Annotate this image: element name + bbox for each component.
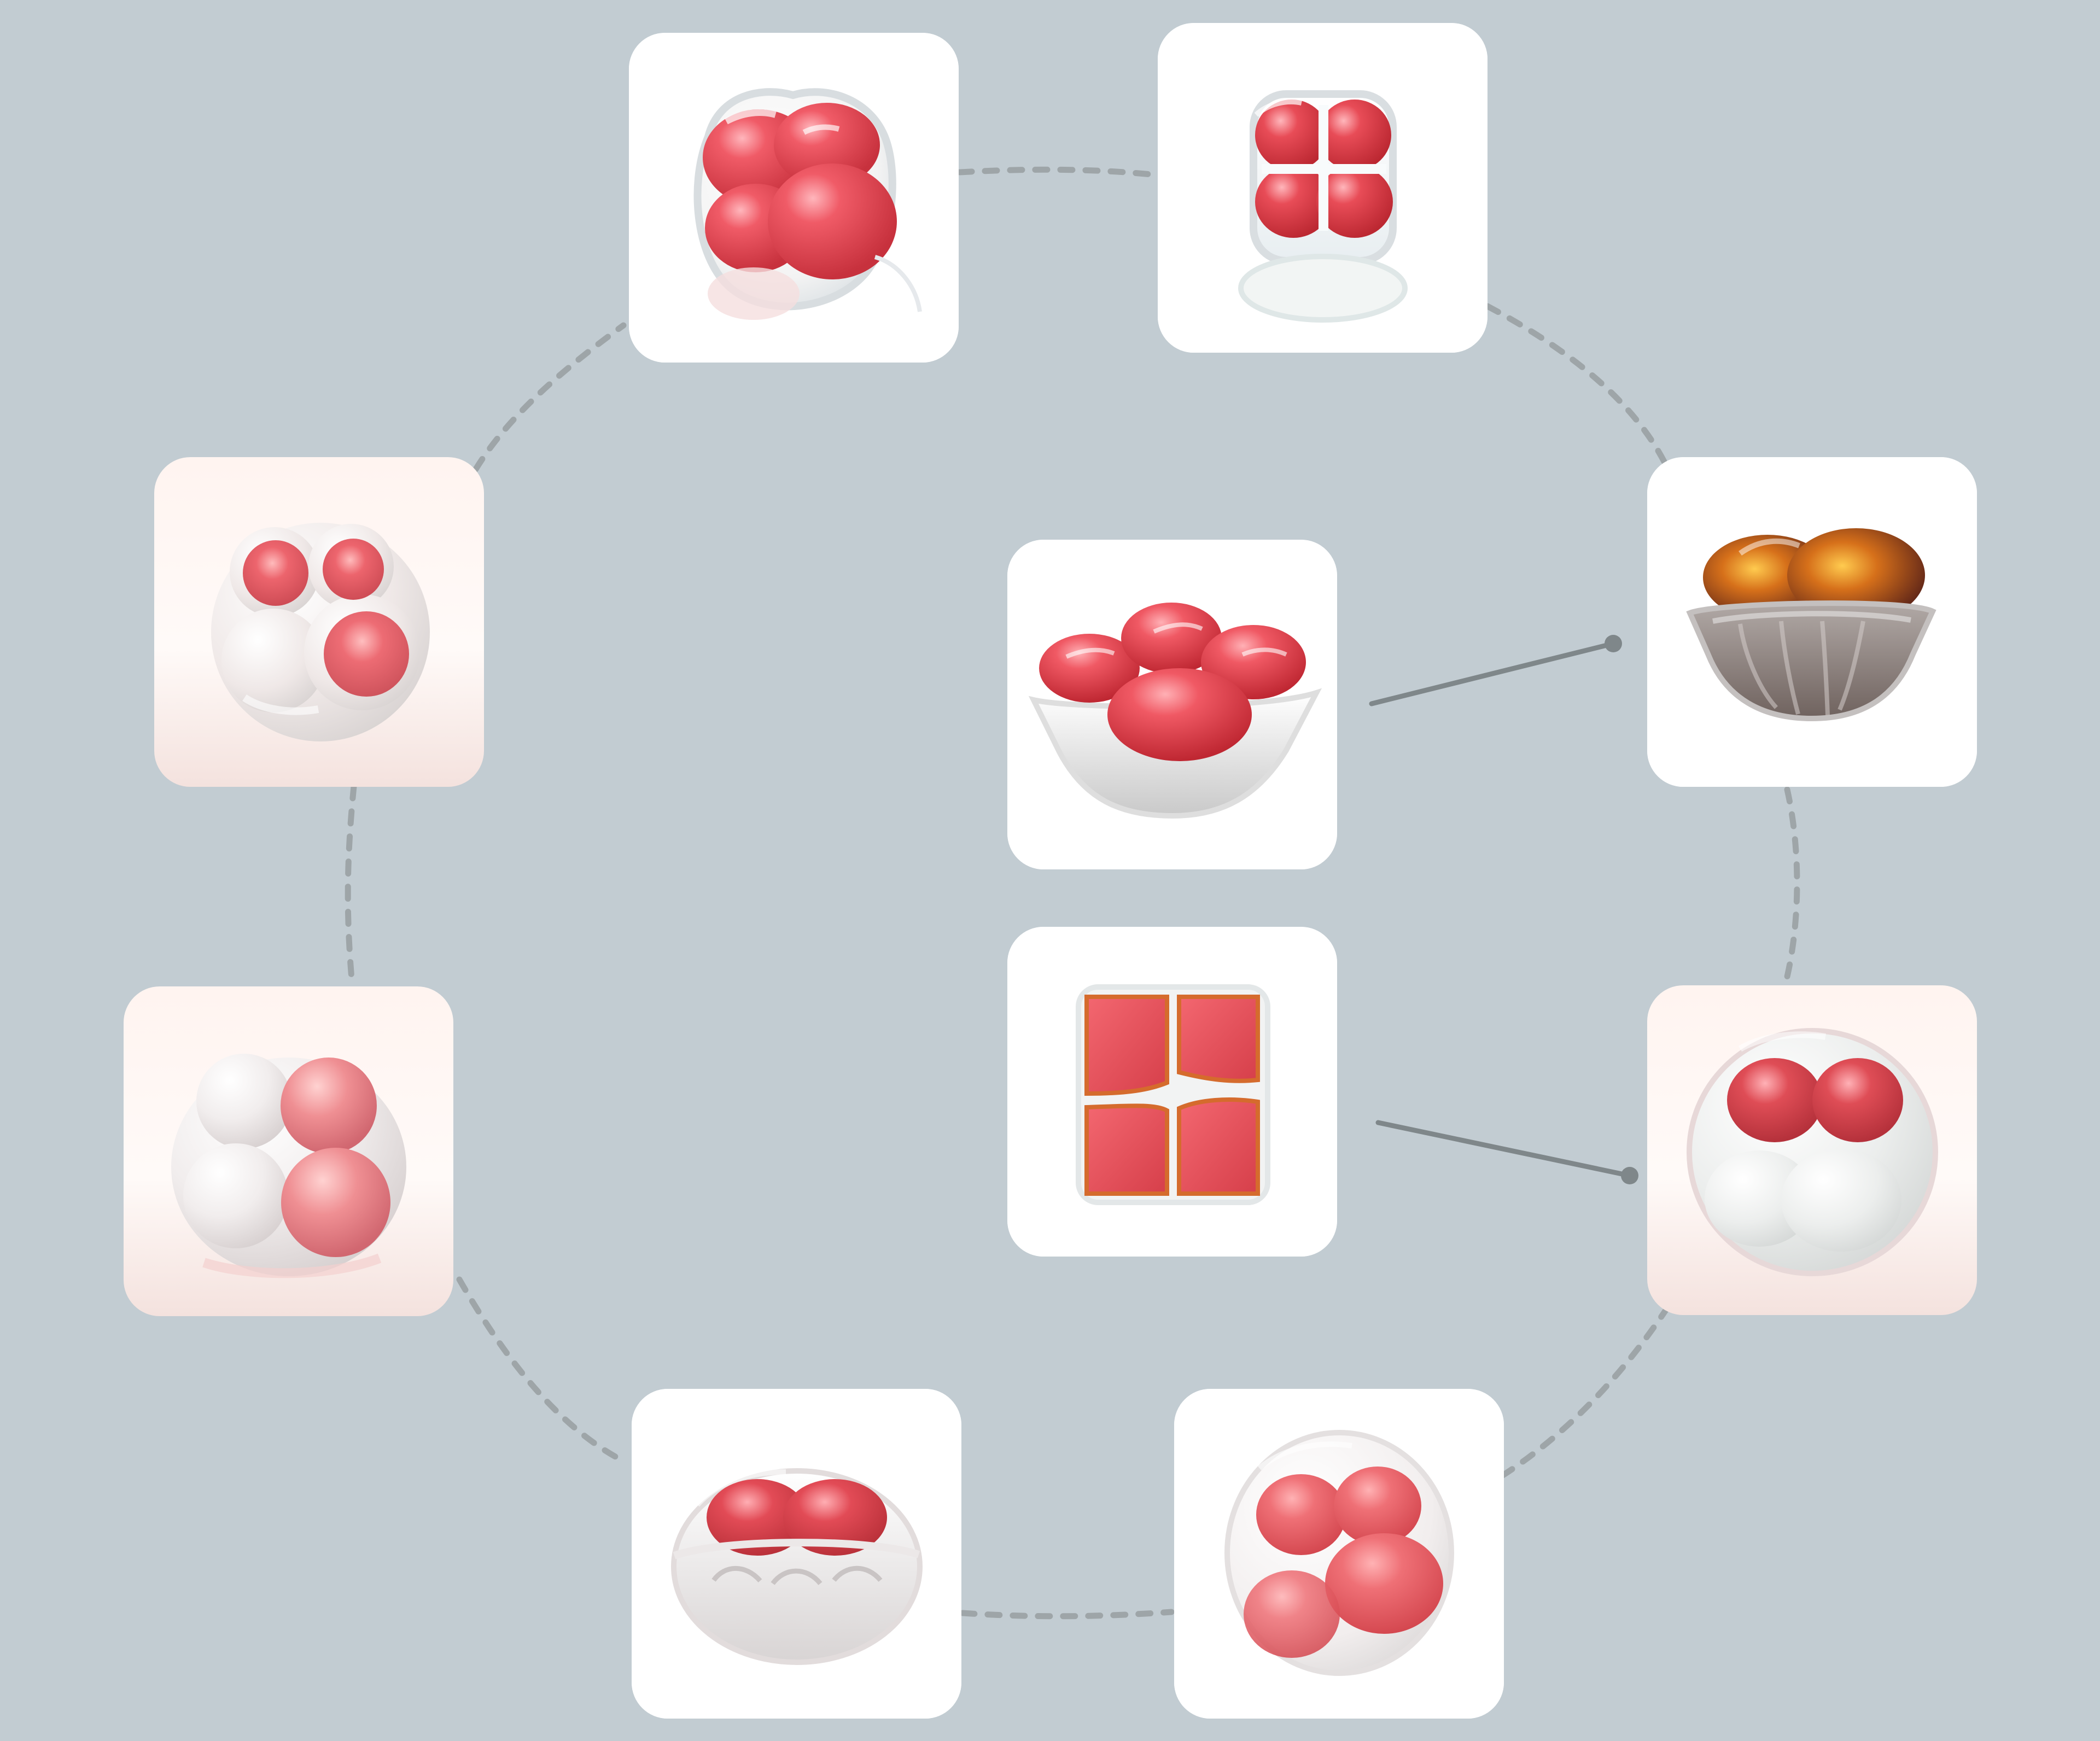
red-bubble-pod-icon: [1174, 1389, 1504, 1719]
connector-top: [956, 166, 1160, 178]
dark-amber-dome-icon: [1647, 457, 1977, 787]
red-lobed-bowl-icon: [1007, 540, 1337, 869]
capsule-with-red-top-icon: [632, 1389, 961, 1719]
pearl-spheres-cluster-icon: [171, 1054, 406, 1278]
tile-upper-right[interactable]: [1647, 457, 1977, 787]
connector-top-left: [472, 322, 627, 472]
connector-center-to-upper-right: [1369, 641, 1616, 706]
red-square-panels-icon: [1007, 927, 1337, 1257]
connector-dot-lower-right: [1621, 1167, 1638, 1184]
tile-top-right[interactable]: [1158, 23, 1488, 353]
connector-top-right: [1484, 303, 1669, 467]
connector-right: [1784, 786, 1800, 980]
connector-bottom: [959, 1609, 1175, 1620]
tile-center-top[interactable]: [1007, 540, 1337, 869]
tile-lower-left[interactable]: [124, 986, 453, 1316]
four-lobe-red-cube-icon: [1158, 23, 1488, 353]
pearl-and-red-bubbles-icon: [211, 523, 430, 741]
connector-dot-upper-right: [1605, 635, 1622, 652]
connector-center-to-lower-right: [1375, 1120, 1632, 1178]
red-bubble-sphere-icon: [1687, 1028, 1938, 1276]
connector-left: [345, 783, 357, 982]
tile-upper-left[interactable]: [154, 457, 484, 787]
tile-bottom-right[interactable]: [1174, 1389, 1504, 1719]
tile-center-bottom[interactable]: [1007, 927, 1337, 1257]
tile-bottom-left[interactable]: [632, 1389, 961, 1719]
connector-bottom-right: [1498, 1304, 1671, 1480]
connector-bottom-left: [456, 1276, 627, 1464]
tile-lower-right[interactable]: [1647, 985, 1977, 1315]
clustered-red-bubbles-icon: [629, 33, 959, 363]
tile-top-left[interactable]: [629, 33, 959, 363]
